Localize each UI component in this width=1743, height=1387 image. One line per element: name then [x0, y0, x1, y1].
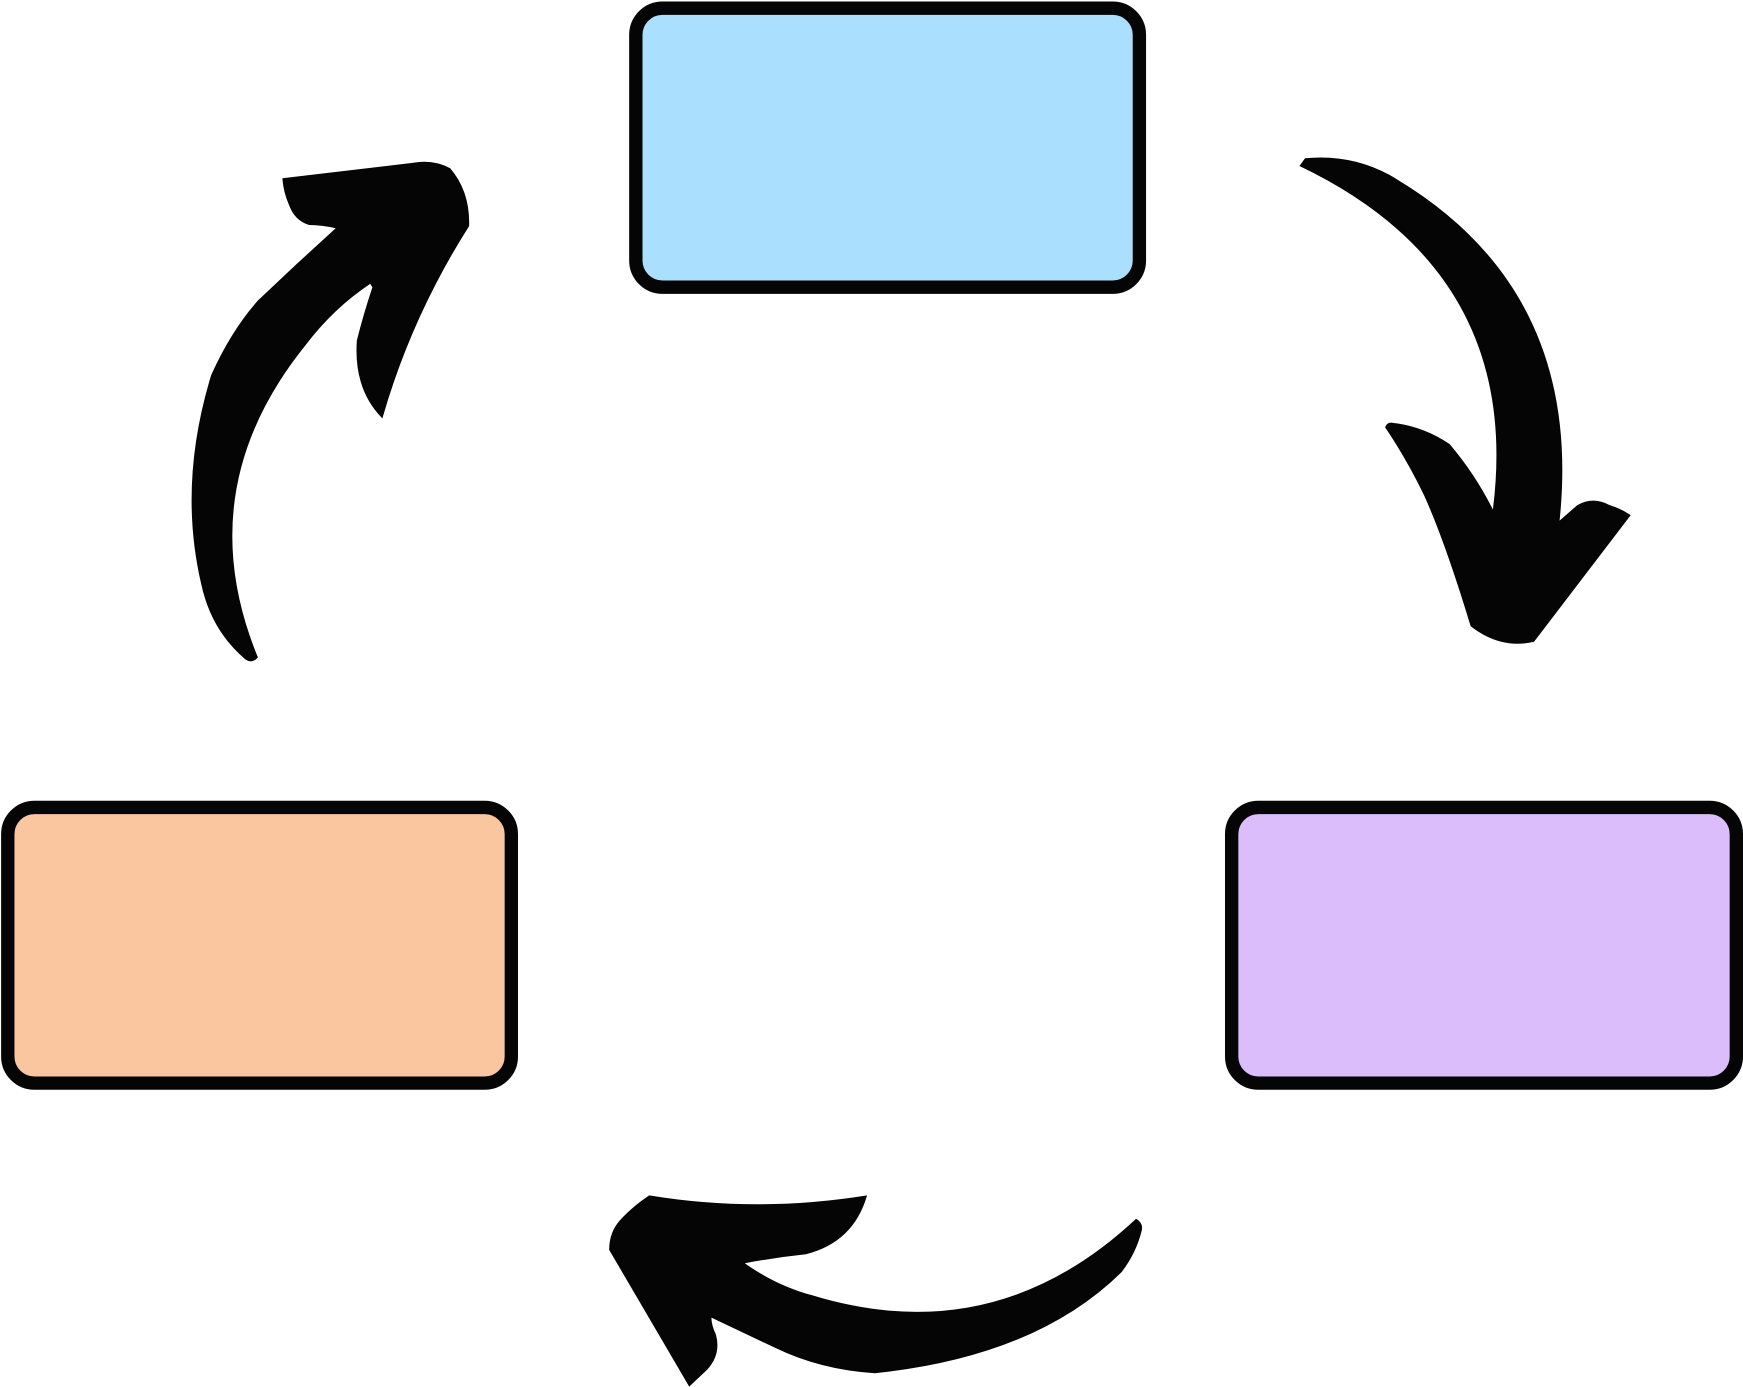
- arrow-top-to-right: [1299, 157, 1631, 644]
- arrow-left-to-top: [191, 161, 470, 662]
- node-left-box[interactable]: [1, 800, 519, 1090]
- node-right-box[interactable]: [1224, 800, 1743, 1090]
- node-top-box[interactable]: [629, 1, 1147, 294]
- arrow-right-to-left: [609, 1195, 1143, 1387]
